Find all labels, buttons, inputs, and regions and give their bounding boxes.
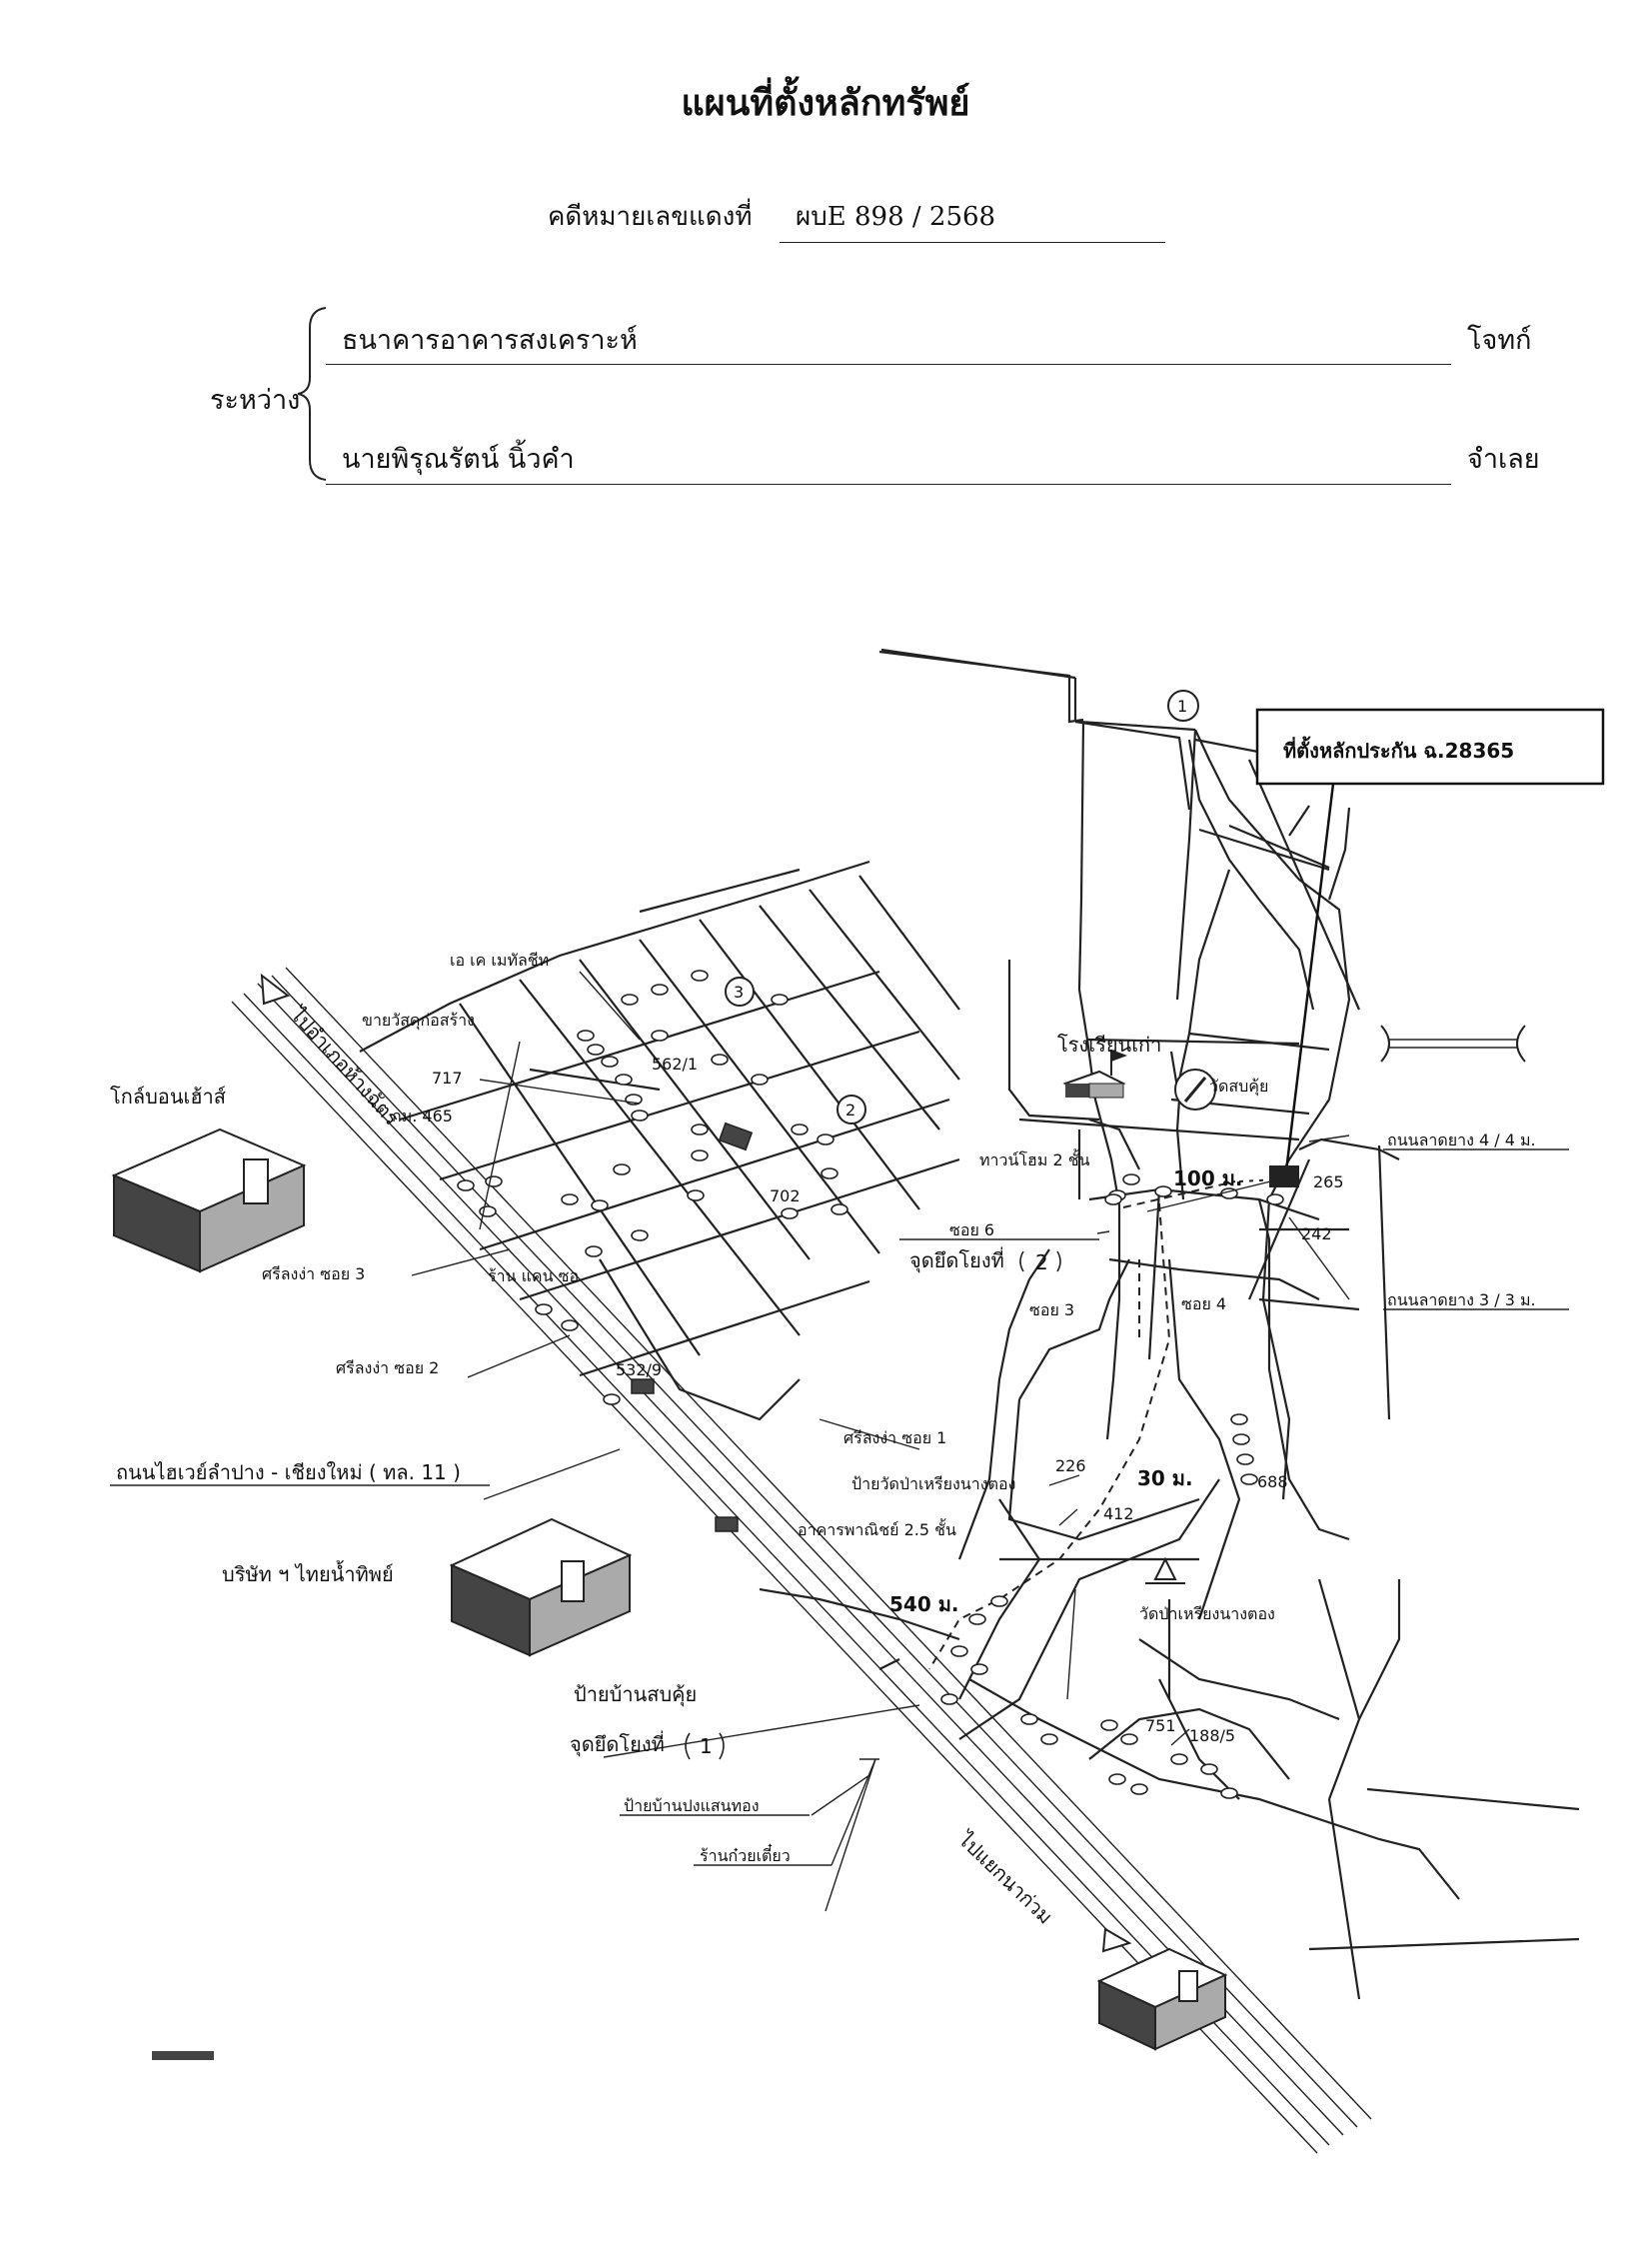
label-building-supply: ขายวัสดุก่อสร้าง — [362, 1011, 475, 1031]
label-shop-kaen: ร้าน แคน ซอ — [488, 1266, 579, 1285]
parties-brace — [297, 307, 327, 481]
label-house-717: 717 — [432, 1069, 463, 1088]
label-old-school: โรงเรียนเก่า — [1057, 1033, 1161, 1057]
label-ak-metal: เอ เค เมทัลชีท — [450, 951, 549, 970]
label-wat-sign: ป้ายวัดป่าเหรียงนางตอง — [851, 1474, 1015, 1493]
subdivision-grid — [359, 860, 960, 1421]
label-road-3m: ถนนลาดยาง 3 / 3 ม. — [1387, 1290, 1536, 1309]
label-house-412: 412 — [1103, 1504, 1134, 1523]
case-number-value: ผบE 898 / 2568 — [796, 202, 996, 232]
corner-mark — [152, 2051, 214, 2060]
label-house-702: 702 — [770, 1186, 801, 1205]
label-sri-soi2: ศรีลงง่า ซอย 2 — [336, 1358, 439, 1377]
label-wat-sob-kui: วัดสบคุ้ย — [1209, 1077, 1268, 1097]
case-number-label: คดีหมายเลขแดงที่ — [548, 202, 753, 232]
label-house-751: 751 — [1145, 1716, 1176, 1735]
document-title: แผนที่ตั้งหลักทรัพย์ — [681, 82, 970, 124]
defendant-underline — [326, 484, 1451, 485]
label-ref-point-2: จุดยึดโยงที่ — [909, 1246, 1004, 1273]
direction-arrow-bottom — [1101, 1927, 1132, 1953]
label-ref-point-1: จุดยึดโยงที่ — [570, 1730, 665, 1757]
label-to-bottom: ไปแยกนาก่วม — [952, 1826, 1057, 1929]
plaintiff-underline — [326, 364, 1451, 365]
label-dist-540: 540 ม. — [889, 1592, 959, 1616]
label-soi4: ซอย 4 — [1181, 1294, 1226, 1313]
label-townhome: ทาวน์โฮม 2 ชั้น — [979, 1148, 1090, 1169]
label-house-242: 242 — [1301, 1224, 1332, 1243]
double-road-symbol — [1380, 1025, 1526, 1063]
ref-point-1-parens — [685, 1732, 725, 1760]
temple-icon-pa — [1145, 1556, 1185, 1584]
defendant-name: นายพิรุณรัตน์ นิ้วคำ — [342, 444, 575, 475]
label-sri-soi3: ศรีลงง่า ซอย 3 — [262, 1264, 365, 1283]
label-house-5329: 532/9 — [616, 1360, 662, 1379]
label-wat-pa: วัดป่าเหรียงนางตอง — [1139, 1604, 1275, 1623]
direction-arrow-top — [260, 973, 291, 1006]
defendant-role: จำเลย — [1467, 444, 1540, 475]
label-sign-sob-kui: ป้ายบ้านสบคุ้ย — [574, 1682, 697, 1707]
label-soi3: ซอย 3 — [1029, 1300, 1074, 1319]
label-noodle: ร้านก๋วยเตี๋ยว — [700, 1843, 791, 1865]
marker-2-grid: 2 — [845, 1101, 855, 1120]
local-roads — [759, 650, 1580, 2000]
label-house-226: 226 — [1055, 1456, 1086, 1475]
map-labels: ไปอำเภอห้างฉัตร ไปแยกนาก่วม กม. 465 เอ เ… — [110, 951, 1536, 1929]
temple-icon-sob-kui — [1174, 1069, 1216, 1111]
collateral-callout: ที่ตั้งหลักประกัน ฉ.28365 — [1255, 708, 1605, 1187]
label-soi6: ซอย 6 — [949, 1220, 994, 1239]
label-dist-100: 100 ม. — [1173, 1166, 1243, 1190]
label-commercial: อาคารพาณิชย์ 2.5 ชั้น — [798, 1518, 956, 1539]
label-road-4m: ถนนลาดยาง 4 / 4 ม. — [1387, 1131, 1536, 1149]
case-number-underline — [780, 242, 1165, 243]
label-company: บริษัท ฯ ไทยน้ำทิพย์ — [222, 1560, 394, 1586]
marker-3-grid: 3 — [734, 983, 744, 1002]
building-bottom — [1096, 1947, 1228, 2051]
label-sri-soi1: ศรีลงง่า ซอย 1 — [843, 1428, 946, 1447]
label-dist-30: 30 ม. — [1137, 1466, 1193, 1490]
house-symbols — [457, 970, 1284, 1799]
building-company — [449, 1517, 633, 1657]
plaintiff-name: ธนาคารอาคารสงเคราะห์ — [342, 325, 638, 356]
label-house-688: 688 — [1257, 1472, 1288, 1491]
label-house-265: 265 — [1313, 1172, 1344, 1191]
ref-point-2-parens — [1019, 1250, 1061, 1272]
collateral-label: ที่ตั้งหลักประกัน ฉ.28365 — [1283, 736, 1514, 763]
leader-lines — [411, 971, 1350, 1912]
label-underlines — [110, 1148, 1569, 1866]
highway-lines — [231, 967, 1372, 2154]
north-roads — [880, 648, 1400, 1541]
label-house-5621: 562/1 — [652, 1055, 698, 1074]
label-highway: ถนนไฮเวย์ลำปาง - เชียงใหม่ ( ทล. 11 ) — [116, 1460, 461, 1484]
plaintiff-role: โจทก์ — [1467, 325, 1532, 356]
label-km: กม. 465 — [392, 1107, 453, 1126]
label-house-1885: 188/5 — [1189, 1726, 1235, 1745]
school-icon — [1062, 1050, 1127, 1099]
collateral-plot — [1269, 1165, 1299, 1187]
marker-1-top: 1 — [1177, 697, 1187, 716]
label-ref-point-2-num: 2 — [1035, 1250, 1048, 1274]
label-ref-point-1-num: 1 — [700, 1734, 713, 1758]
between-label: ระหว่าง — [210, 385, 301, 416]
building-golden-house — [111, 1128, 307, 1273]
label-golden-house: โกล์บอนเฮ้าส์ — [110, 1085, 226, 1109]
vehicle-icon — [631, 1122, 754, 1532]
circle-markers: 1 2 3 — [725, 690, 1199, 1125]
label-sign-pong: ป้ายบ้านปงแสนทอง — [624, 1796, 760, 1815]
